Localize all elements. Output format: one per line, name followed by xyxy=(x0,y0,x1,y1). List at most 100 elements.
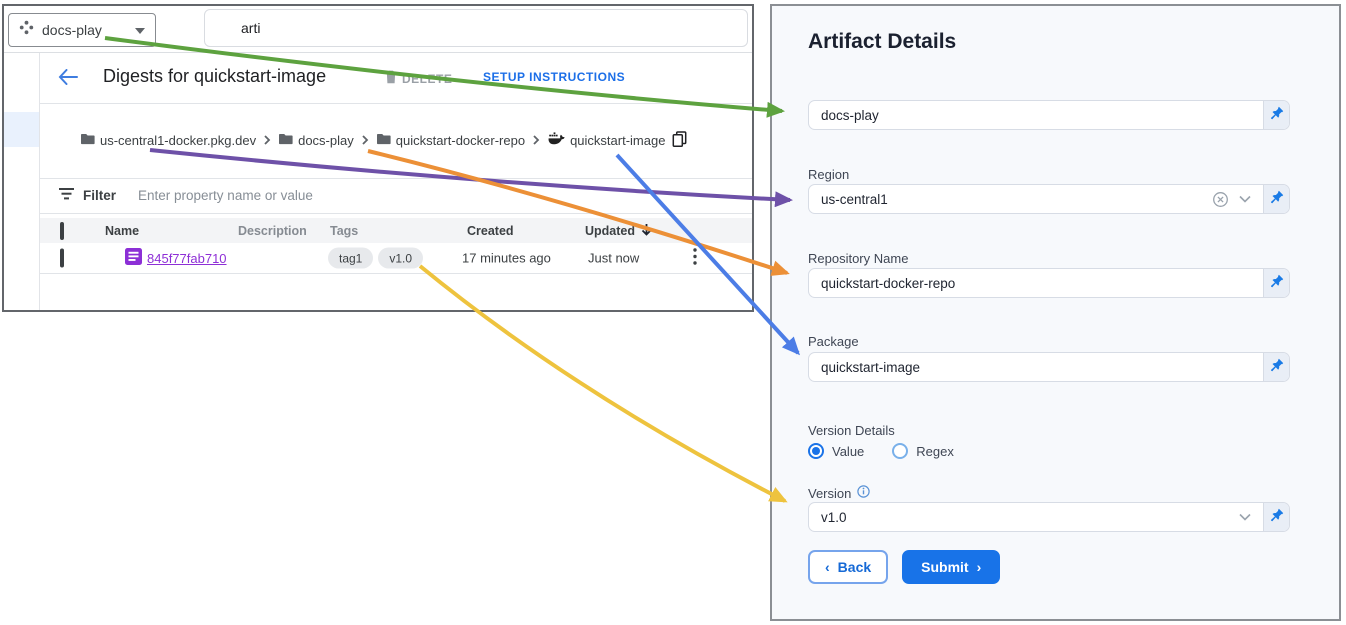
pin-icon xyxy=(1270,106,1284,125)
filter-label: Filter xyxy=(83,188,117,203)
column-header-tags[interactable]: Tags xyxy=(330,223,359,238)
column-header-updated[interactable]: Updated xyxy=(585,223,652,239)
package-field-value[interactable]: quickstart-image xyxy=(821,359,921,375)
pin-button[interactable] xyxy=(1263,101,1289,129)
artifact-details-panel: Artifact Details docs-play Region us-cen… xyxy=(770,4,1341,621)
created-cell: 17 minutes ago xyxy=(462,250,551,266)
tags-cell: tag1 v1.0 xyxy=(328,247,424,269)
container-image-icon xyxy=(125,248,142,268)
pin-icon xyxy=(1270,190,1284,209)
version-details-label: Version Details xyxy=(808,423,895,438)
breadcrumb-repository[interactable]: quickstart-docker-repo xyxy=(376,132,526,148)
column-header-created[interactable]: Created xyxy=(467,223,514,238)
sort-descending-icon xyxy=(641,223,652,239)
filter-input[interactable] xyxy=(138,188,559,203)
version-label-row: Version xyxy=(808,485,871,501)
radio-regex-label: Regex xyxy=(916,443,954,459)
console-topbar: docs-play xyxy=(4,6,752,53)
breadcrumb-repository-label: quickstart-docker-repo xyxy=(395,132,526,148)
version-label: Version xyxy=(808,485,852,501)
submit-button-label: Submit xyxy=(921,559,969,575)
chevron-right-icon xyxy=(532,133,541,148)
copy-icon[interactable] xyxy=(672,130,687,150)
table-row: 845f77fab710 tag1 v1.0 17 minutes ago Ju… xyxy=(40,243,752,273)
repository-field-value[interactable]: quickstart-docker-repo xyxy=(821,275,956,291)
folder-icon xyxy=(279,133,293,148)
filter-bar: Filter xyxy=(40,178,752,213)
project-icon xyxy=(19,20,34,40)
pin-icon xyxy=(1270,508,1284,527)
package-field: quickstart-image xyxy=(808,352,1290,382)
breadcrumb-project-label: docs-play xyxy=(298,132,354,148)
row-menu-icon[interactable] xyxy=(693,248,697,269)
digest-link[interactable]: 845f77fab710 xyxy=(147,250,227,266)
column-header-name[interactable]: Name xyxy=(105,223,140,238)
radio-value[interactable] xyxy=(808,443,824,459)
pin-button[interactable] xyxy=(1263,185,1289,213)
dropdown-chevron-icon[interactable] xyxy=(1239,195,1251,203)
divider xyxy=(40,273,752,274)
project-selector-label: docs-play xyxy=(42,22,102,38)
radio-regex[interactable] xyxy=(892,443,909,459)
pin-button[interactable] xyxy=(1263,353,1289,381)
delete-label: DELETE xyxy=(402,71,453,86)
breadcrumb-host-label: us-central1-docker.pkg.dev xyxy=(100,132,257,148)
row-checkbox[interactable] xyxy=(60,248,64,268)
delete-button[interactable]: DELETE xyxy=(385,70,452,87)
trash-icon xyxy=(385,70,397,87)
info-icon[interactable] xyxy=(857,485,871,501)
nav-rail xyxy=(4,53,40,310)
tag-pill[interactable]: v1.0 xyxy=(378,247,424,269)
folder-icon xyxy=(376,133,391,148)
project-field: docs-play xyxy=(808,100,1290,130)
repository-label: Repository Name xyxy=(808,251,909,266)
form-buttons: ‹ Back Submit › xyxy=(808,550,1001,584)
region-field: us-central1 xyxy=(808,184,1290,214)
region-label: Region xyxy=(808,167,850,182)
radio-value-label: Value xyxy=(832,443,865,459)
breadcrumb-host[interactable]: us-central1-docker.pkg.dev xyxy=(81,133,256,148)
back-arrow-icon[interactable] xyxy=(58,69,78,90)
panel-title: Artifact Details xyxy=(808,30,957,53)
project-field-value[interactable]: docs-play xyxy=(821,107,879,123)
page-title: Digests for quickstart-image xyxy=(103,66,327,86)
tag-pill[interactable]: tag1 xyxy=(328,247,374,269)
version-field: v1.0 xyxy=(808,502,1290,532)
version-field-value[interactable]: v1.0 xyxy=(821,509,847,525)
column-header-updated-label: Updated xyxy=(585,223,635,238)
clear-icon[interactable] xyxy=(1212,191,1229,208)
breadcrumb-image[interactable]: quickstart-image xyxy=(548,132,665,148)
select-all-checkbox[interactable] xyxy=(60,221,64,240)
package-label: Package xyxy=(808,334,859,349)
nav-rail-highlight[interactable] xyxy=(4,112,39,147)
chevron-down-icon xyxy=(135,21,145,39)
digest-cell: 845f77fab710 xyxy=(125,248,227,268)
updated-cell: Just now xyxy=(588,250,640,266)
chevron-right-glyph: › xyxy=(976,559,982,575)
submit-button[interactable]: Submit › xyxy=(902,550,1001,584)
pin-button[interactable] xyxy=(1263,269,1289,297)
table-header: Name Description Tags Created Updated xyxy=(40,218,752,243)
back-button-label: Back xyxy=(837,559,872,575)
breadcrumb: us-central1-docker.pkg.dev docs-play qui… xyxy=(81,103,752,177)
region-field-value[interactable]: us-central1 xyxy=(821,191,888,207)
setup-instructions-button[interactable]: SETUP INSTRUCTIONS xyxy=(483,70,625,84)
column-header-description[interactable]: Description xyxy=(238,223,307,238)
chevron-left-glyph: ‹ xyxy=(825,559,830,575)
pin-button[interactable] xyxy=(1263,503,1289,531)
chevron-right-icon xyxy=(361,133,370,148)
filter-icon xyxy=(59,187,74,205)
dropdown-chevron-icon[interactable] xyxy=(1239,513,1251,521)
project-selector[interactable]: docs-play xyxy=(8,13,156,47)
search-input[interactable] xyxy=(204,9,748,47)
console-screenshot-panel: docs-play Digests for quickstart-image xyxy=(2,4,754,312)
setup-instructions-label: SETUP INSTRUCTIONS xyxy=(483,70,626,84)
version-details-radio-group: Value Regex xyxy=(808,443,954,459)
pin-icon xyxy=(1270,274,1284,293)
back-button[interactable]: ‹ Back xyxy=(808,550,889,584)
breadcrumb-project[interactable]: docs-play xyxy=(279,133,354,148)
chevron-right-icon xyxy=(263,133,272,148)
pin-icon xyxy=(1270,358,1284,377)
folder-icon xyxy=(81,133,95,148)
